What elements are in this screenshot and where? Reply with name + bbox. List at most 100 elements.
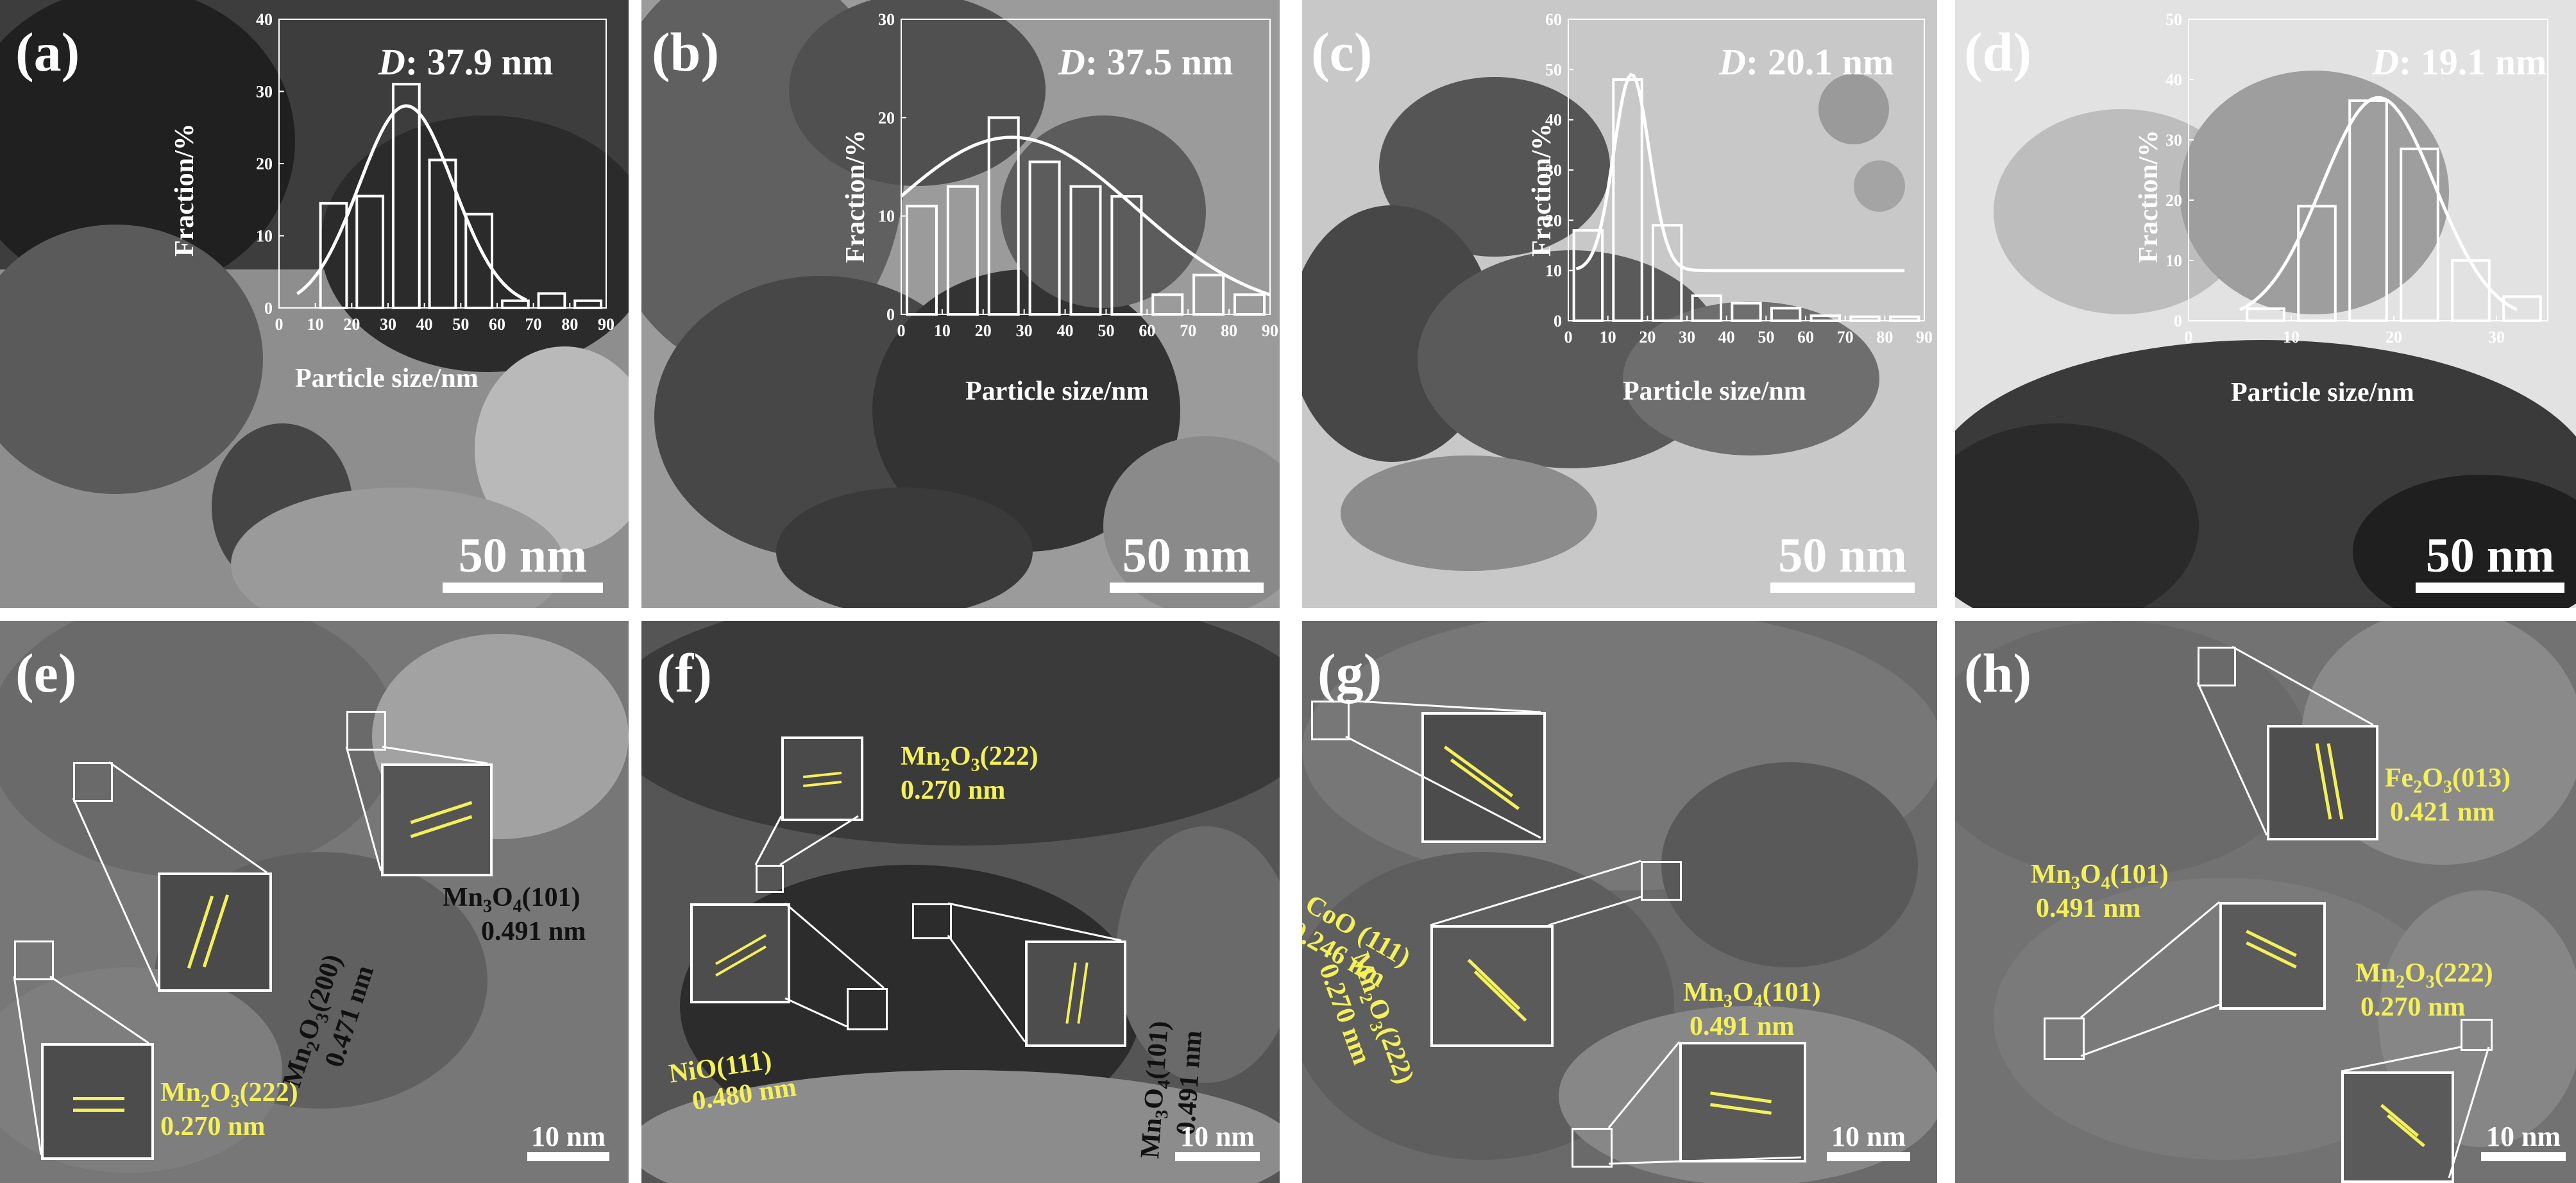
panel-label: (g) <box>1318 642 1382 704</box>
x-tick-label: 70 <box>1837 328 1854 346</box>
scale-bar: 10 nm <box>527 1123 609 1161</box>
annotation-mn3o4-101: Mn3O4(101) 0.491 nm <box>2031 860 2169 924</box>
y-tick-label: 0 <box>1554 312 1562 330</box>
zoom-inset <box>1430 925 1554 1047</box>
x-tick-label: 20 <box>343 315 360 334</box>
phase-label: Mn3O4(101) <box>443 883 580 917</box>
y-tick-label: 50 <box>1545 60 1562 79</box>
mean-diameter-label: D: 19.1 nm <box>2372 41 2547 83</box>
y-tick-label: 10 <box>2165 251 2182 270</box>
annotation-mn2o3-222: Mn2O3(222) 0.270 nm <box>2355 958 2493 1023</box>
y-tick-label: 20 <box>878 108 895 127</box>
x-tick-label: 40 <box>416 315 433 334</box>
gaussian-fit-curve <box>296 104 527 302</box>
x-tick-label: 0 <box>897 321 906 340</box>
scale-bar-text: 50 nm <box>1778 529 1907 583</box>
lattice-line <box>73 1097 124 1100</box>
y-tick-label: 10 <box>1545 262 1562 280</box>
panel-g: (g) CoO (111) 0.246 nm Mn2O3(222) 0.270 … <box>1302 621 1937 1183</box>
zoom-connectors <box>754 815 1122 1043</box>
region-box <box>2044 1017 2085 1060</box>
zoom-connectors <box>1345 699 1802 1165</box>
y-tick-label: 30 <box>1545 161 1562 180</box>
histogram-bar <box>1151 293 1184 316</box>
histogram-bar <box>500 299 530 309</box>
x-tick-label: 70 <box>525 315 542 334</box>
y-tick-label: 10 <box>256 227 273 246</box>
panel-f: (f) Mn2O3(222) 0.270 nm NiO(111) 0.480 n… <box>641 621 1280 1183</box>
zoom-inset <box>2341 1071 2454 1183</box>
panel-label: (c) <box>1311 21 1373 83</box>
x-tick-label: 50 <box>1758 328 1774 346</box>
panel-label: (d) <box>1964 21 2032 83</box>
x-axis-label: Particle size/nm <box>2231 378 2414 407</box>
y-tick-label: 20 <box>256 155 273 173</box>
y-tick-label: 20 <box>1545 211 1562 230</box>
x-tick-label: 60 <box>489 315 505 334</box>
mean-diameter-label: D: 37.9 nm <box>378 41 554 83</box>
histogram-bar <box>2246 307 2285 323</box>
y-tick-label: 0 <box>2174 312 2182 330</box>
x-axis-label: Particle size/nm <box>965 377 1149 406</box>
plot-frame <box>2188 19 2548 321</box>
x-tick-label: 40 <box>1057 321 1074 340</box>
histogram-bar <box>987 116 1020 316</box>
zoom-inset <box>1421 712 1546 843</box>
zoom-inset <box>690 903 790 1003</box>
scale-bar: 50 nm <box>1110 531 1264 593</box>
histogram-bar <box>1651 224 1683 322</box>
panel-label: (f) <box>657 642 712 704</box>
mean-diameter-value: 20.1 nm <box>1767 41 1894 83</box>
region-box <box>2198 647 2236 686</box>
x-tick-label: 50 <box>452 315 469 334</box>
y-tick-label: 0 <box>886 305 895 324</box>
scale-bar-line <box>1110 583 1264 593</box>
gaussian-fit-curve <box>1575 72 1905 273</box>
zoom-inset <box>158 872 272 992</box>
region-box <box>1641 861 1682 901</box>
x-tick-label: 90 <box>598 315 614 334</box>
y-tick-label: 30 <box>2165 131 2182 149</box>
gaussian-fit-curve <box>900 135 1271 296</box>
phase-label: Mn3O4(101) <box>1683 978 1821 1012</box>
histogram-bar <box>464 212 494 309</box>
x-tick-label: 10 <box>307 315 324 334</box>
scale-bar-line <box>2481 1152 2566 1161</box>
phase-label: Mn2O3(222) <box>160 1078 298 1112</box>
histogram-bar <box>319 201 348 309</box>
panel-b: (b) D: 37.5 nm 50 nm Fraction/% Particle… <box>641 0 1280 608</box>
panel-label: (a) <box>15 21 80 83</box>
scale-bar: 50 nm <box>2416 531 2564 593</box>
scale-bar-text: 10 nm <box>1180 1121 1255 1152</box>
histogram-bar <box>1888 315 1920 323</box>
x-tick-label: 30 <box>380 315 396 334</box>
histogram-bar <box>1110 195 1143 316</box>
x-tick-label: 90 <box>1916 328 1933 346</box>
histogram-bar <box>1849 315 1881 323</box>
histogram-bar <box>2451 259 2491 322</box>
x-tick-label: 50 <box>1097 321 1114 340</box>
scale-bar: 10 nm <box>1827 1123 1910 1161</box>
region-box <box>2461 1019 2493 1051</box>
y-tick-label: 20 <box>2165 191 2182 210</box>
gaussian-fit-curve <box>2239 96 2518 312</box>
plot-frame <box>1568 19 1925 321</box>
panel-label: (h) <box>1964 642 2032 704</box>
panel-h: (h) Fe2O3(013) 0.421 nm Mn3O4(101) 0.491… <box>1955 621 2576 1183</box>
histogram-bar <box>1069 185 1102 316</box>
zoom-inset <box>41 1043 154 1160</box>
histogram-bar <box>946 185 979 316</box>
region-box <box>73 762 113 802</box>
y-tick-label: 0 <box>264 299 273 318</box>
scale-bar-line <box>1770 583 1915 593</box>
x-tick-label: 0 <box>275 315 284 334</box>
y-tick-label: 30 <box>256 83 273 101</box>
scale-bar: 50 nm <box>1770 531 1915 593</box>
hrtem-image-f <box>641 621 1280 1183</box>
mean-diameter-value: 37.5 nm <box>1106 41 1233 83</box>
panel-label: (e) <box>15 642 77 704</box>
scale-bar-line <box>443 583 603 593</box>
y-tick-label: 50 <box>2165 10 2182 29</box>
mean-diameter-value: 37.9 nm <box>427 41 554 83</box>
